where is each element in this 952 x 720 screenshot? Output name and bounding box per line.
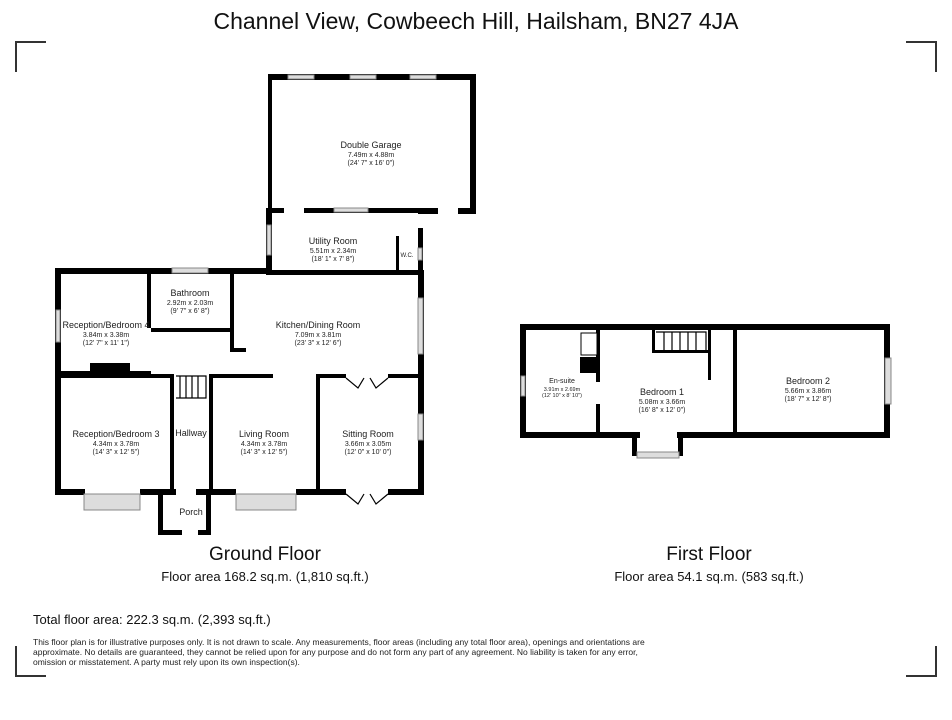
room-size-ft: (12' 0" x 10' 0") <box>345 449 392 456</box>
first-floor-walls <box>520 324 892 459</box>
room-size-ft: (24' 7" x 16' 0") <box>348 160 395 167</box>
room-size-m: 4.34m x 3.78m <box>241 441 287 448</box>
total-floor-area: Total floor area: 222.3 sq.m. (2,393 sq.… <box>33 612 271 627</box>
room-name: Sitting Room <box>342 429 394 439</box>
first-room-labels: En-suite 3.91m x 2.69m (12' 10" x 8' 10"… <box>542 376 831 414</box>
room-name: Utility Room <box>309 236 358 246</box>
ground-floor-walls <box>55 267 424 511</box>
room-size-m: 5.08m x 3.66m <box>639 399 685 406</box>
room-size-m: 5.51m x 2.34m <box>310 248 356 255</box>
room-size-m: 3.91m x 2.69m <box>544 387 581 393</box>
room-name: Porch <box>179 507 203 517</box>
room-name: Kitchen/Dining Room <box>276 320 361 330</box>
room-size-ft: (14' 3" x 12' 5") <box>93 449 140 456</box>
room-size-m: 5.66m x 3.86m <box>785 388 831 395</box>
room-size-ft: (12' 7" x 11' 1") <box>83 340 129 347</box>
room-name: Double Garage <box>340 140 401 150</box>
corner-marks <box>15 41 937 677</box>
room-name: Bedroom 2 <box>786 376 830 386</box>
room-size-m: 3.84m x 3.38m <box>83 332 129 339</box>
room-size-m: 2.92m x 2.03m <box>167 300 213 307</box>
room-name: En-suite <box>549 378 575 385</box>
room-size-m: 4.34m x 3.78m <box>93 441 139 448</box>
double-garage-walls <box>268 74 476 214</box>
room-size-ft: (23' 3" x 12' 6") <box>295 340 342 347</box>
porch-walls <box>158 489 211 535</box>
room-name: Reception/Bedroom 4 <box>62 320 149 330</box>
room-size-ft: (16' 8" x 12' 0") <box>639 407 686 414</box>
room-size-ft: (14' 3" x 12' 5") <box>241 449 288 456</box>
ground-floor-title: Ground Floor <box>209 544 321 565</box>
room-size-ft: (18' 1" x 7' 8") <box>311 256 354 263</box>
room-size-ft: (9' 7" x 6' 8") <box>170 308 209 315</box>
room-size-ft: (12' 10" x 8' 10") <box>542 393 582 399</box>
room-size-ft: (18' 7" x 12' 8") <box>785 396 832 403</box>
room-size-m: 7.09m x 3.81m <box>295 332 341 339</box>
disclaimer: This floor plan is for illustrative purp… <box>33 637 645 667</box>
room-name: Hallway <box>175 428 207 438</box>
room-size-m: 3.66m x 3.05m <box>345 441 391 448</box>
room-name: Reception/Bedroom 3 <box>72 429 159 439</box>
first-floor-title: First Floor <box>666 544 752 565</box>
room-name: Bedroom 1 <box>640 387 684 397</box>
page-title: Channel View, Cowbeech Hill, Hailsham, B… <box>213 8 739 34</box>
room-name: Living Room <box>239 429 289 439</box>
utility-walls <box>266 208 423 274</box>
room-name: W.C. <box>401 253 414 259</box>
room-name: Bathroom <box>170 288 209 298</box>
ground-floor-area: Floor area 168.2 sq.m. (1,810 sq.ft.) <box>161 569 369 584</box>
first-floor-area: Floor area 54.1 sq.m. (583 sq.ft.) <box>614 569 804 584</box>
room-size-m: 7.49m x 4.88m <box>348 152 394 159</box>
ground-room-labels: Double Garage 7.49m x 4.88m (24' 7" x 16… <box>62 140 413 517</box>
